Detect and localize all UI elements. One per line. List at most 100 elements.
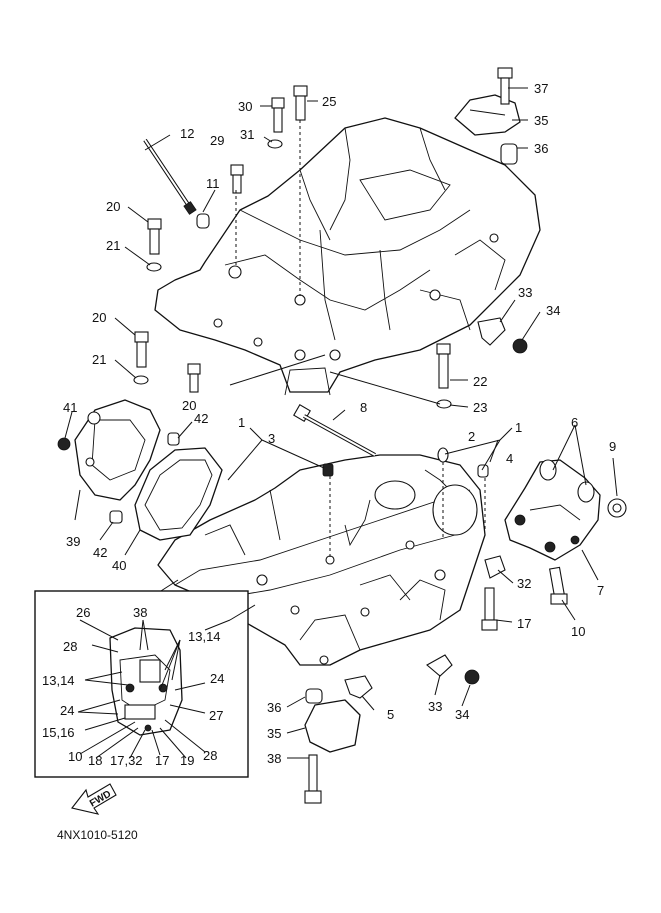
collar-top (500, 143, 518, 165)
bolt-20c (187, 363, 201, 393)
callout-labels: 37 35 36 30 25 31 12 29 11 20 21 20 21 2… (42, 81, 616, 768)
nut (607, 498, 627, 518)
bolt-20a (147, 218, 162, 255)
clip-32 (484, 555, 506, 579)
bolt-29 (230, 164, 244, 194)
callout-20: 20 (182, 398, 196, 413)
callout-2: 2 (468, 429, 475, 444)
callout-5: 5 (387, 707, 394, 722)
callout-35: 35 (534, 113, 548, 128)
callout-42: 42 (194, 411, 208, 426)
callout-33: 33 (428, 699, 442, 714)
washer (146, 262, 162, 272)
callout-24: 24 (60, 703, 74, 718)
callout-33: 33 (518, 285, 532, 300)
callout-7: 7 (597, 583, 604, 598)
dowel-2 (437, 447, 449, 463)
rubber-mount-bottom (304, 699, 361, 753)
drawing-code: 4NX1010-5120 (57, 828, 138, 842)
bolt-10 (549, 566, 568, 605)
callout-39: 39 (66, 534, 80, 549)
fwd-arrow-icon: FWD (71, 783, 117, 815)
bolt-22 (436, 343, 451, 389)
callout-24: 24 (210, 671, 224, 686)
callout-1: 1 (238, 415, 245, 430)
callout-27: 27 (209, 708, 223, 723)
callout-12: 12 (180, 126, 194, 141)
callout-3: 3 (268, 431, 275, 446)
dowel-3 (322, 463, 334, 477)
collar-bottom (305, 688, 323, 704)
callout-23: 23 (473, 400, 487, 415)
stud-bolt (143, 138, 197, 215)
callout-37: 37 (534, 81, 548, 96)
callout-38: 38 (267, 751, 281, 766)
bolt-37 (497, 67, 513, 105)
screw (512, 338, 528, 354)
callout-18: 18 (88, 753, 102, 768)
bolt-30 (271, 97, 285, 133)
fwd-label: FWD (88, 789, 113, 810)
callout-31: 31 (240, 127, 254, 142)
callout-4: 4 (506, 451, 513, 466)
callout-15-16: 15,16 (42, 725, 75, 740)
callout-17: 17 (155, 753, 169, 768)
callout-42: 42 (93, 545, 107, 560)
callout-17: 17 (517, 616, 531, 631)
callout-30: 30 (238, 99, 252, 114)
callout-35: 35 (267, 726, 281, 741)
screw-34b (464, 669, 480, 685)
washer (133, 375, 149, 385)
callout-40: 40 (112, 558, 126, 573)
clamp-33 (477, 317, 506, 346)
washer (436, 399, 452, 409)
callout-10: 10 (571, 624, 585, 639)
callout-1: 1 (515, 420, 522, 435)
upper-crankcase (154, 117, 541, 396)
callout-21: 21 (92, 352, 106, 367)
callout-25: 25 (322, 94, 336, 109)
callout-21: 21 (106, 238, 120, 253)
dowel-pin (109, 510, 123, 524)
callout-13-14: 13,14 (188, 629, 221, 644)
detail-inset (34, 590, 256, 778)
callout-19: 19 (180, 753, 194, 768)
bolt-38 (304, 754, 322, 804)
dowel-pin (167, 432, 180, 446)
callout-10: 10 (68, 749, 82, 764)
long-bolt (293, 404, 376, 457)
dowel-4 (477, 464, 489, 478)
side-cover (74, 399, 161, 501)
callout-34: 34 (546, 303, 560, 318)
callout-41: 41 (63, 400, 77, 415)
leader-lines (64, 87, 618, 759)
callout-26: 26 (76, 605, 90, 620)
callout-8: 8 (360, 400, 367, 415)
callout-34: 34 (455, 707, 469, 722)
callout-20: 20 (106, 199, 120, 214)
callout-6: 6 (571, 415, 578, 430)
callout-22: 22 (473, 374, 487, 389)
callout-20: 20 (92, 310, 106, 325)
dowel-11 (196, 213, 210, 229)
callout-36: 36 (267, 700, 281, 715)
engine-mount-bracket (504, 459, 601, 561)
rubber-mount-top (454, 94, 521, 136)
callout-38: 38 (133, 605, 147, 620)
bolt-17 (481, 587, 498, 631)
callout-36: 36 (534, 141, 548, 156)
bolt-25 (293, 85, 308, 121)
plug-5 (344, 675, 373, 699)
cover-gasket (134, 447, 223, 541)
callout-17-32: 17,32 (110, 753, 143, 768)
callout-11: 11 (206, 176, 220, 191)
callout-9: 9 (609, 439, 616, 454)
callout-28: 28 (63, 639, 77, 654)
bolt-20b (134, 331, 149, 368)
callout-28: 28 (203, 748, 217, 763)
clamp-33b (426, 654, 453, 677)
plug (57, 437, 71, 451)
callout-32: 32 (517, 576, 531, 591)
callout-29: 29 (210, 133, 224, 148)
